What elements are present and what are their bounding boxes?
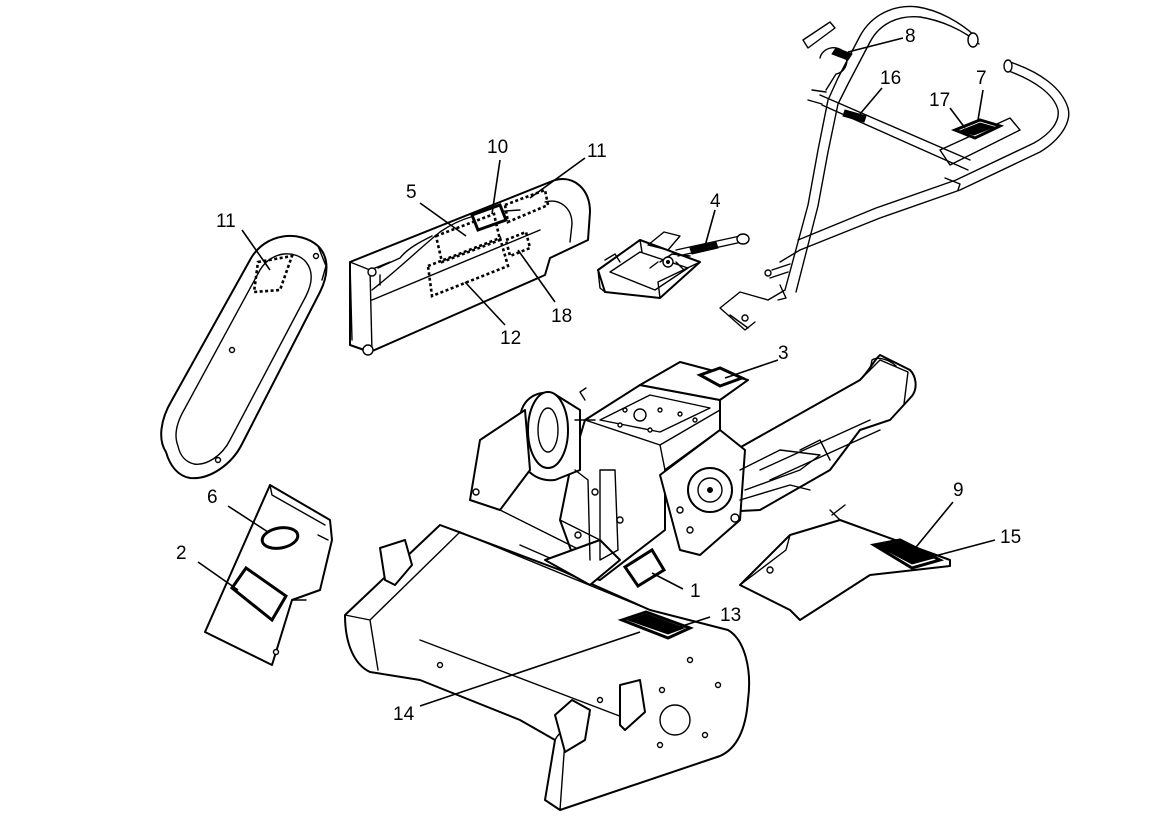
tiller-body (344, 354, 951, 811)
callout-10: 10 (487, 137, 508, 158)
callout-2: 2 (176, 543, 187, 564)
leader-8 (847, 37, 904, 53)
leader-11-guard (241, 229, 271, 271)
callout-14: 14 (393, 704, 415, 725)
callout-1: 1 (690, 581, 701, 602)
callout-18: 18 (551, 306, 572, 327)
leader-15 (919, 539, 996, 561)
callouts: 1 2 3 4 5 6 7 8 9 10 11 11 12 13 14 15 1… (176, 26, 1021, 725)
callout-11-cover: 11 (587, 141, 607, 162)
callout-7: 7 (976, 68, 987, 89)
shift-lever-bracket (597, 231, 750, 299)
leader-1 (651, 572, 684, 590)
leader-6 (227, 505, 269, 533)
leader-18 (517, 249, 556, 303)
callout-3: 3 (778, 343, 789, 364)
leader-4 (704, 209, 716, 247)
leader-3 (724, 359, 779, 379)
callout-16: 16 (880, 68, 901, 89)
callout-12: 12 (500, 328, 521, 349)
callout-9: 9 (953, 480, 964, 501)
callout-15: 15 (1000, 527, 1021, 548)
callout-5: 5 (406, 182, 417, 203)
handle-assembly (719, 5, 1070, 331)
callout-13: 13 (720, 605, 741, 626)
leader-12 (464, 281, 506, 326)
callout-4: 4 (710, 191, 721, 212)
leader-14 (419, 631, 641, 707)
callout-8: 8 (905, 26, 916, 47)
leader-7 (977, 89, 984, 121)
belt-guard (160, 234, 328, 480)
belt-cover (349, 178, 591, 356)
leader-5 (419, 202, 467, 237)
callout-17: 17 (929, 90, 950, 111)
leader-11-cover (529, 157, 586, 199)
leader-13 (669, 616, 711, 631)
leader-2 (197, 561, 239, 591)
leader-lines (197, 37, 996, 707)
callout-11-guard: 11 (216, 211, 236, 232)
side-panel (204, 484, 333, 666)
callout-6: 6 (207, 487, 218, 508)
leader-9 (911, 501, 954, 553)
leader-17 (949, 107, 966, 129)
leader-10 (491, 159, 501, 215)
leader-16 (859, 87, 883, 115)
